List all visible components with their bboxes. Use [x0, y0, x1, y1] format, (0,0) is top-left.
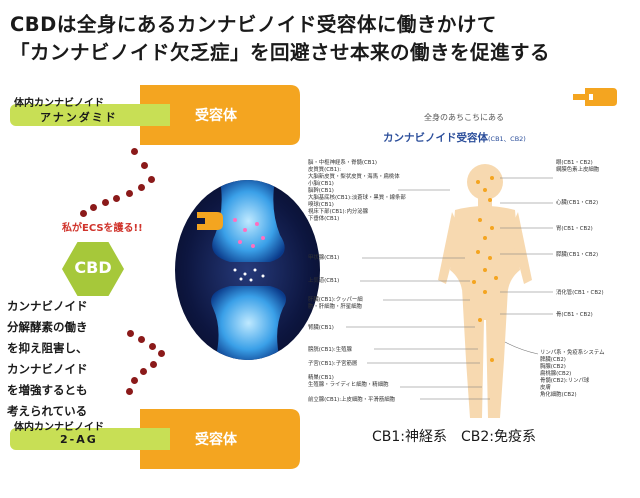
cb-legend: CB1:神経系 CB2:免疫系 [372, 429, 537, 445]
pancreas-label: 膵臓(CB1・CB2) [556, 252, 599, 258]
desc-line: 考えられている [7, 404, 88, 418]
top-ligand-label: 体内カンナビノイド [14, 98, 104, 109]
desc-line: カンナビノイド [7, 362, 88, 376]
bottom-ligand-label: 体内カンナビノイド [14, 422, 104, 433]
bladder-label: 膀胱(CB1):生殖腺 [308, 347, 352, 353]
label-line: 下垂体(CB1) [308, 216, 340, 222]
eye-label: 眼(CB1・CB2) 網膜色素上皮細胞 [556, 160, 599, 174]
desc-line: を増強するとも [7, 383, 88, 397]
dot [148, 176, 155, 183]
dot [138, 336, 145, 343]
label-line: 生殖腺・ライディヒ細胞・精細胞 [308, 382, 389, 388]
label-line: 大脳新皮質・梨状皮質・海馬・扁桃体 [308, 174, 400, 180]
label-line: 肝臓(CB1):クッパー細 [308, 297, 363, 303]
bone-label: 骨(CB1・CB2) [556, 312, 593, 318]
dot-trail-lower [0, 0, 200, 420]
dot-trail-upper [0, 0, 200, 240]
label-line: リンパ系・免疫系システム [540, 350, 605, 356]
airway-label: 上気道(CB1) [308, 278, 340, 284]
dot [127, 330, 134, 337]
label-line: 胸腺(CB2) [540, 364, 566, 370]
dot [126, 190, 133, 197]
immune-label: リンパ系・免疫系システム 脾臓(CB2) 胸腺(CB2) 扁桃腺(CB2) 骨髄… [540, 350, 605, 399]
dot [141, 162, 148, 169]
desc-line: 分解酵素の働き [7, 320, 88, 334]
heart-label: 心臓(CB1・CB2) [556, 200, 599, 206]
kidney-label: 腎臓(CB1) [308, 325, 334, 331]
label-line: 眼(CB1・CB2) [556, 160, 593, 166]
label-line: 精巣(CB1) [308, 375, 334, 381]
prostate-label: 前立腺(CB1):上皮細胞・平滑筋細胞 [308, 397, 395, 403]
cbd-label: CBD [74, 258, 112, 277]
top-receptor-diagram: 体内カンナビノイド アナンダミド 受容体 [0, 80, 300, 150]
title-line-2: 「カンナビノイド欠乏症」を回避させ本来の働きを促進する [10, 41, 551, 64]
bottom-receptor-label: 受容体 [195, 432, 237, 448]
label-line: 大脳基底核(CB1):淡蒼球・黒質・線条部 [308, 195, 406, 201]
label-line: 視床下部(CB1):内分泌腺 [308, 209, 369, 215]
gut-label: 消化管(CB1・CB2) [556, 290, 604, 296]
desc-line: カンナビノイド [7, 299, 88, 313]
dot [149, 343, 156, 350]
dot [80, 210, 87, 217]
human-body-figure [438, 164, 532, 418]
desc-line: を抑え阻害し、 [7, 341, 88, 355]
label-line: 網膜色素上皮細胞 [556, 167, 600, 173]
title-line-1: CBDは全身にあるカンナビノイド受容体に働きかけて [10, 13, 497, 36]
label-line: 嗅球(CB1) [308, 202, 334, 208]
synapse-illustration [175, 180, 320, 360]
dot [131, 148, 138, 155]
body-map-heading-suffix: (CB1、CB2) [488, 135, 526, 143]
label-line: 角化細胞(CB2) [540, 392, 577, 398]
uterus-label: 子宮(CB1):子宮筋層 [308, 361, 358, 367]
anandamide-label: アナンダミド [40, 111, 118, 124]
cbd-receptor-icon [197, 212, 223, 230]
receptor-shape [140, 85, 300, 145]
stomach-label: 胃(CB1・CB2) [556, 226, 593, 232]
label-line: 小脳(CB1) [308, 181, 334, 187]
brain-label: 脳・中枢神経系・脊髄(CB1) 皮質質(CB1): 大脳新皮質・梨状皮質・海馬・… [308, 160, 406, 223]
protect-text: 私がECSを護る!! [62, 223, 143, 234]
dot [113, 195, 120, 202]
dot [140, 368, 147, 375]
body-map-heading-text: カンナビノイド受容体 [383, 132, 488, 144]
2ag-bar [10, 428, 170, 450]
body-map-subtitle: 全身のあちこちにある [424, 113, 504, 122]
dot [158, 350, 165, 357]
dot [90, 204, 97, 211]
dot [126, 388, 133, 395]
dot [150, 361, 157, 368]
anandamide-bar [10, 104, 170, 126]
label-line: 皮膚 [540, 385, 551, 391]
neuron-synapse-icon [211, 180, 287, 360]
top-receptor-label: 受容体 [195, 108, 237, 124]
2ag-label: 2-AG [60, 433, 98, 446]
cbd-description: カンナビノイド 分解酵素の働き を抑え阻害し、 カンナビノイド を増強するとも … [7, 296, 88, 422]
receptor-shape-bottom [140, 409, 300, 469]
label-line: 扁桃腺(CB2) [540, 371, 572, 377]
label-line: 脳・中枢神経系・脊髄(CB1) [308, 160, 378, 166]
cbd-hexagon [62, 242, 124, 296]
bottom-receptor-diagram: 体内カンナビノイド 2-AG 受容体 [0, 404, 300, 474]
label-line: 骨髄(CB2):リンパ球 [540, 378, 590, 384]
thyroid-label: 甲状腺(CB1) [308, 255, 340, 261]
label-line: 脳幹(CB1) [308, 188, 334, 194]
label-line: 胞・肝細胞・肝星細胞 [308, 304, 362, 310]
dot [131, 377, 138, 384]
label-line: 脾臓(CB2) [540, 357, 566, 363]
body-map-heading: カンナビノイド受容体(CB1、CB2) [383, 126, 526, 145]
liver-label: 肝臓(CB1):クッパー細 胞・肝細胞・肝星細胞 [308, 297, 363, 311]
receptor-legend-icon [573, 88, 617, 106]
testis-label: 精巣(CB1) 生殖腺・ライディヒ細胞・精細胞 [308, 375, 388, 389]
dot [138, 184, 145, 191]
dot [102, 199, 109, 206]
label-line: 皮質質(CB1): [308, 167, 342, 173]
